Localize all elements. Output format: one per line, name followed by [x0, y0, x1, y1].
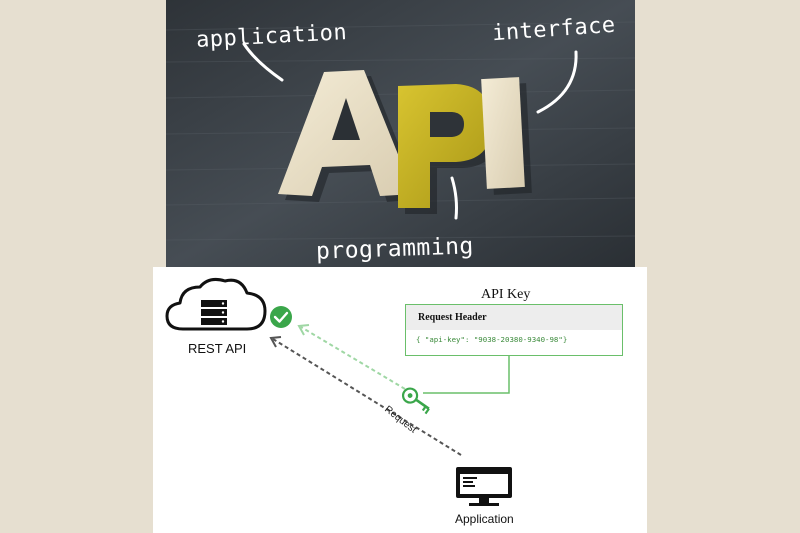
chalk-lines — [242, 42, 578, 220]
rest-api-diagram: REST API API Key Request Header { "api-k… — [153, 267, 647, 533]
rest-api-label: REST API — [188, 341, 247, 356]
key-arrow-line — [300, 326, 406, 390]
api-photo: application interface programming — [166, 0, 635, 267]
diagram-lines — [165, 278, 512, 506]
letter-i-block — [481, 77, 532, 195]
server-icon — [201, 300, 227, 325]
request-header-box: Request Header { "api-key": "9038-20380-… — [405, 304, 623, 356]
wood-board — [166, 0, 635, 267]
key-connector — [423, 356, 510, 394]
word-programming: programming — [315, 233, 475, 265]
application-label: Application — [455, 512, 514, 526]
check-badge-icon — [270, 306, 292, 328]
key-icon — [401, 387, 430, 415]
request-arrow-line — [272, 338, 462, 456]
request-header-label: Request Header — [418, 312, 487, 323]
letter-p-block — [398, 84, 499, 214]
api-key-title: API Key — [481, 287, 531, 302]
request-arrow-head — [269, 336, 282, 348]
api-key-code: { "api-key": "9038-20380-9340-98"} — [416, 335, 568, 344]
key-arrow-head — [297, 324, 310, 336]
request-header-bar — [406, 305, 622, 330]
monitor-icon — [456, 467, 512, 506]
letter-a-block — [278, 70, 421, 202]
